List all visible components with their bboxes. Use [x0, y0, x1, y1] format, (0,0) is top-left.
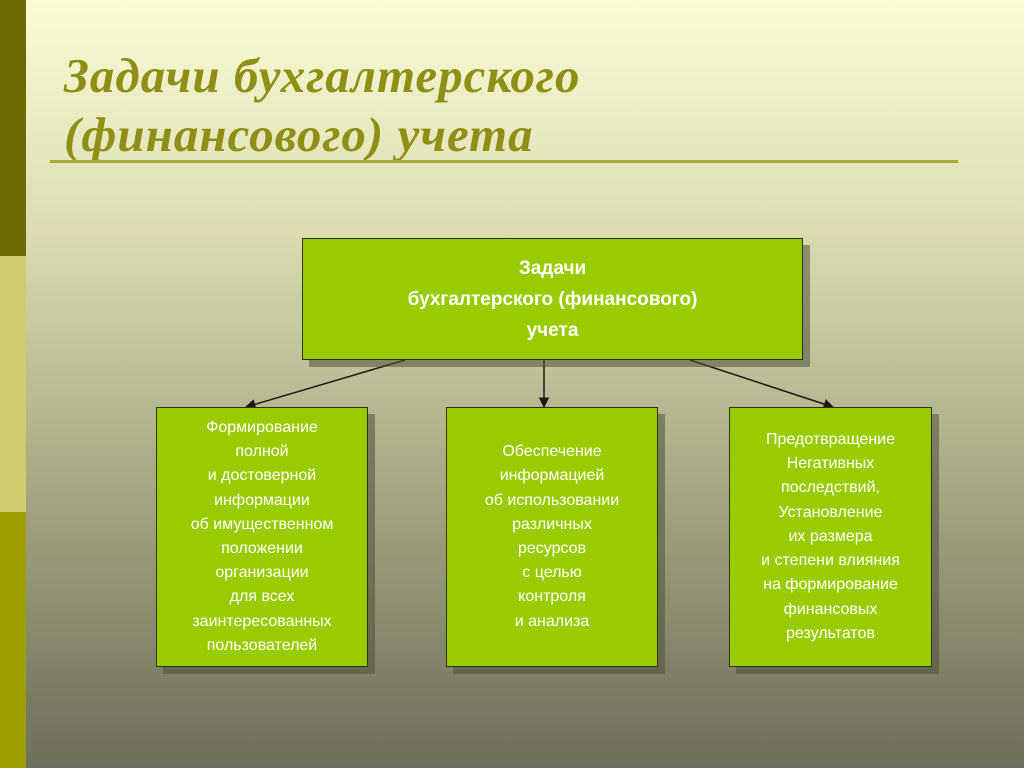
task-box-line: полной [235, 443, 289, 461]
task-box-line: организации [215, 564, 309, 582]
title-underline [50, 160, 958, 163]
side-bar-middle [0, 256, 26, 512]
task-box-line: ресурсов [517, 540, 587, 557]
task-box-line: об имущественном [190, 515, 334, 533]
slide-title: Задачи бухгалтерского (финансового) учет… [64, 46, 924, 164]
task-box-line: их размера [788, 527, 873, 545]
side-bar-top [0, 0, 26, 256]
task-box-line: контроля [518, 588, 586, 606]
task-box-line: Установление [778, 503, 883, 521]
task-box-line: для всех [229, 588, 295, 606]
task-box-line: и анализа [514, 612, 590, 630]
side-bar-bottom [0, 512, 26, 768]
root-task-line: бухгалтерского (финансового) [407, 288, 698, 310]
task-box-line: положении [221, 540, 303, 557]
task-box-line: и степени влияния [761, 552, 900, 570]
task-box-risk-prevention: Предотвращение Негативных последствий, У… [729, 407, 932, 667]
slide-title-line-1: Задачи бухгалтерского [64, 48, 581, 103]
root-task-line: Задачи [518, 257, 587, 279]
task-box-line: информации [214, 491, 310, 509]
task-box-line: пользователей [206, 636, 318, 654]
task-box-resource-info: Обеспечение информацией об использовании… [446, 407, 658, 667]
connector-arrow-left [244, 359, 406, 410]
task-box-line: Обеспечение [502, 443, 602, 461]
task-box-line: на формирование [763, 576, 898, 594]
task-box-line: заинтересованных [192, 612, 332, 630]
slide-title-line-2: (финансового) учета [64, 107, 534, 162]
task-box-line: информацией [499, 467, 605, 485]
root-task-line: учета [526, 319, 579, 341]
task-box-line: Предотвращение [765, 431, 895, 449]
task-box-line: и достоверной [207, 467, 317, 485]
task-box-line: различных [512, 515, 592, 533]
task-box-line: об использовании [484, 491, 620, 509]
task-box-line: результатов [786, 624, 875, 642]
task-box-line: последствий, [781, 479, 880, 497]
task-box-line: финансовых [783, 600, 878, 618]
task-box-reporting: Формирование полной и достоверной информ… [156, 407, 368, 667]
connector-arrow-right [689, 359, 834, 410]
task-box-line: Формирование [206, 418, 318, 436]
task-box-line: с целью [522, 564, 582, 582]
root-task-box: Задачи бухгалтерского (финансового) учет… [302, 238, 803, 360]
task-box-line: Негативных [786, 455, 875, 473]
